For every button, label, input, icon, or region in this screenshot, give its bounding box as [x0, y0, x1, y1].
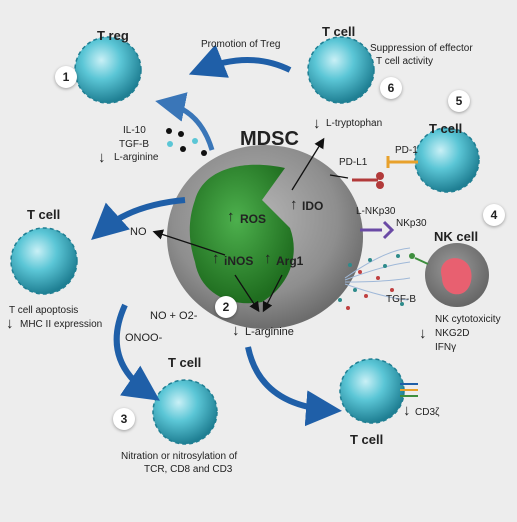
tcell-top-title: T cell — [322, 24, 356, 39]
treg-cell — [74, 36, 142, 104]
promotion-treg-label: Promotion of Treg — [201, 39, 281, 50]
mdsc-cell — [167, 145, 363, 329]
arrow-apoptosis — [91, 197, 186, 241]
up-arrow-ros: ↑ — [227, 208, 235, 225]
step-number-3: 3 — [113, 408, 135, 430]
tcell-left — [10, 227, 78, 295]
tcell-bottom-right — [339, 358, 405, 424]
ros-label: ROS — [240, 212, 267, 226]
nkg2d-label: NKG2D — [435, 328, 470, 339]
tgfb-particles — [338, 247, 411, 310]
nk-cell — [409, 243, 489, 307]
l-tryptophan-label: L-tryptophan — [326, 118, 383, 129]
down-arrow-cd3z: ↓ — [403, 402, 411, 419]
up-arrow-arg1: ↑ — [264, 250, 272, 267]
arrow-cytokines-treg — [155, 92, 215, 151]
l-arginine-mid-label: L-arginine — [245, 326, 294, 338]
mdsc-title: MDSC — [240, 128, 299, 150]
arrow-arg1-down — [262, 274, 283, 313]
tcell-bottom-mid-title: T cell — [168, 355, 202, 370]
up-arrow-inos: ↑ — [212, 250, 220, 267]
pdl1-label: PD-L1 — [339, 157, 368, 168]
arrow-ltryptophan — [291, 137, 325, 191]
step-number-5: 5 — [448, 90, 470, 112]
down-arrow-larginine-mid: ↓ — [232, 322, 240, 339]
nkp30-receptor — [360, 220, 395, 240]
no-label: NO — [130, 226, 147, 238]
arrow-no — [152, 229, 226, 256]
nk-cytotoxicity-label: NK cytotoxicity — [435, 314, 501, 325]
step-number-1: 1 — [55, 66, 77, 88]
l-arginine-top-label: L-arginine — [114, 152, 159, 163]
down-arrow-mhc: ↓ — [6, 315, 14, 332]
tcell-right-title: T cell — [429, 121, 463, 136]
up-arrow-ido: ↑ — [290, 196, 298, 213]
tcell-left-title: T cell — [27, 207, 61, 222]
arrow-larginine-tcell — [245, 346, 342, 427]
nitration-label-line1: Nitration or nitrosylation of — [121, 451, 238, 462]
step-number-6: 6 — [380, 77, 402, 99]
nkp30-label: NKp30 — [396, 218, 427, 229]
down-arrow-nk: ↓ — [419, 325, 427, 342]
suppression-label-line2: T cell activity — [376, 56, 434, 67]
mhc-label: MHC II expression — [20, 319, 103, 330]
nk-title: NK cell — [434, 229, 479, 244]
pd1-receptor — [386, 156, 418, 168]
tcell-bottom-right-title: T cell — [350, 432, 384, 447]
tcell-right — [414, 127, 480, 193]
arg1-label: Arg1 — [276, 254, 304, 268]
suppression-label-line1: Suppression of effector — [370, 43, 473, 54]
ifng-label: IFNγ — [435, 342, 457, 353]
no-o2-label: NO + O2- — [150, 310, 198, 322]
cd3z-label: CD3ζ — [415, 407, 440, 418]
down-arrow-larginine-top: ↓ — [98, 149, 106, 166]
pd1-label: PD-1 — [395, 145, 418, 156]
il10-label: IL-10 — [123, 125, 146, 136]
down-arrow-ltryptophan: ↓ — [313, 115, 321, 132]
step-number-2: 2 — [215, 296, 237, 318]
onoo-label: ONOO- — [125, 332, 163, 344]
apoptosis-label: T cell apoptosis — [9, 305, 79, 316]
tcell-top — [307, 36, 375, 104]
step-number-4: 4 — [483, 204, 505, 226]
tgfb-right-label: TGF-B — [386, 294, 416, 305]
arrow-inos-down — [234, 274, 260, 313]
nitration-label-line2: TCR, CD8 and CD3 — [144, 464, 233, 475]
tgfb-label: TGF-B — [119, 139, 149, 150]
arrow-onoo-tcell — [113, 303, 160, 401]
cytokine-dots — [166, 128, 207, 156]
cd3z-receptor — [400, 383, 418, 397]
pdl1-receptor — [352, 172, 384, 189]
arrow-pdl1 — [329, 174, 349, 179]
tcell-bottom-mid — [152, 379, 218, 445]
treg-title: T reg — [97, 28, 129, 43]
inos-label: iNOS — [224, 254, 254, 268]
l-nkp30-label: L-NKp30 — [356, 206, 396, 217]
ido-label: IDO — [302, 199, 324, 213]
arrow-promotion-treg — [188, 44, 292, 78]
